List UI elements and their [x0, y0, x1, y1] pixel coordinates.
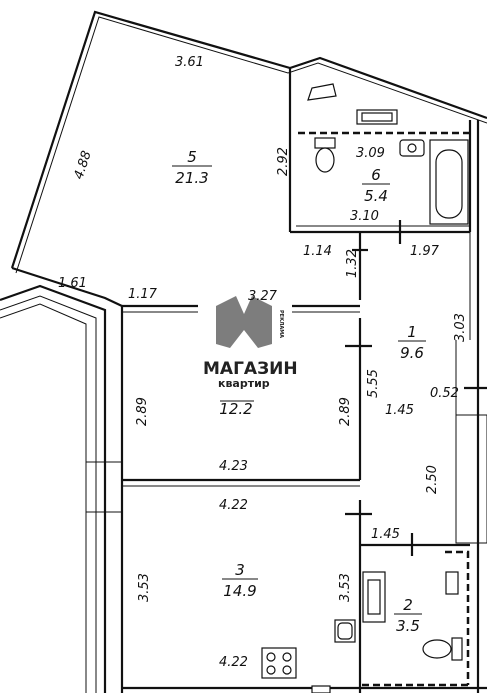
dim-4-23: 4.23 [219, 459, 248, 474]
room-labels: 5 21.3 6 5.4 1 9.6 12.2 3 14.9 2 3.5 [172, 148, 426, 635]
washbasin-icon [445, 571, 459, 595]
dim-2-89-left: 2.89 [135, 397, 150, 426]
dim-3-03: 3.03 [453, 313, 468, 342]
toilet-icon [314, 137, 336, 149]
room-4-area: 12.2 [219, 400, 252, 418]
dim-2-89-mid: 2.89 [338, 397, 353, 426]
dim-3-10: 3.10 [350, 209, 379, 224]
logo-mark-icon [216, 296, 272, 348]
dim-2-92: 2.92 [276, 147, 291, 176]
dim-4-22-top: 4.22 [219, 498, 248, 513]
dim-1-17: 1.17 [128, 287, 158, 302]
dim-2-50: 2.50 [425, 465, 440, 494]
watermark-logo: РЕКЛАМА МАГАЗИН квартир [203, 296, 298, 390]
dim-0-52: 0.52 [430, 386, 459, 401]
toilet-room2-icon [451, 637, 463, 661]
room-1-area: 9.6 [400, 344, 424, 362]
room-1-number: 1 [407, 323, 417, 341]
room-3-area: 14.9 [223, 582, 256, 600]
dim-3-61: 3.61 [175, 55, 204, 70]
room-5-number: 5 [187, 148, 197, 166]
bathroom-dashed-outlines [298, 131, 470, 687]
dim-1-61: 1.61 [58, 276, 87, 291]
dim-1-45-bottom: 1.45 [371, 527, 400, 542]
dimension-labels: 3.61 4.88 2.92 3.09 3.10 1.14 1.32 1.97 … [58, 55, 468, 670]
stove-icon [261, 647, 297, 679]
dim-4-88: 4.88 [72, 149, 95, 181]
dim-5-55: 5.55 [366, 369, 381, 398]
room-2-area: 3.5 [396, 617, 420, 635]
dim-1-14: 1.14 [303, 244, 332, 259]
watermark-side-text: РЕКЛАМА [278, 310, 284, 338]
dim-3-53-right: 3.53 [338, 573, 353, 602]
dim-1-97: 1.97 [410, 244, 440, 259]
watermark-title: МАГАЗИН [203, 359, 298, 379]
room-3-number: 3 [235, 561, 245, 579]
walls [0, 10, 487, 693]
dim-3-09: 3.09 [356, 146, 385, 161]
watermark-subtitle: квартир [218, 377, 270, 390]
shower-tray-icon [307, 83, 337, 101]
dim-3-53-left: 3.53 [137, 573, 152, 602]
dim-4-22-bottom: 4.22 [219, 655, 248, 670]
room-2-number: 2 [403, 596, 413, 614]
room-5-area: 21.3 [175, 169, 208, 187]
fixtures [261, 83, 469, 693]
room-6-area: 5.4 [364, 187, 388, 205]
dim-1-45-top: 1.45 [385, 403, 414, 418]
room-6-number: 6 [371, 166, 381, 184]
dim-1-32: 1.32 [345, 249, 360, 278]
dim-3-27: 3.27 [248, 289, 278, 304]
